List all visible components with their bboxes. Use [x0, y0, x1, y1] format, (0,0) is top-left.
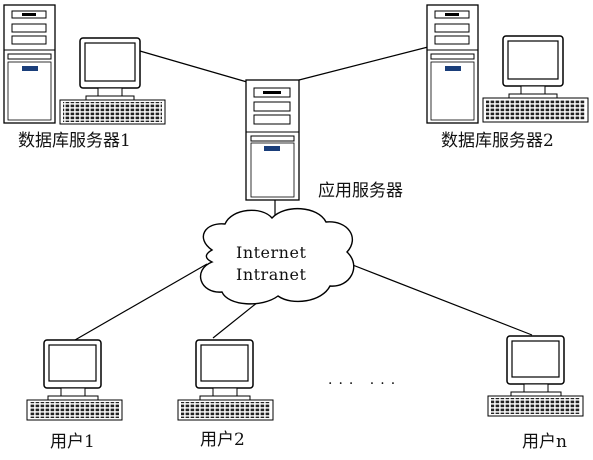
db-server-1-label: 数据库服务器1: [18, 131, 131, 151]
server-tower-icon: [426, 4, 479, 124]
db-server-2-computer: [426, 4, 589, 124]
link-cloud-usern: [344, 261, 533, 336]
user-2-computer: [177, 339, 274, 421]
link-cloud-user1: [74, 263, 208, 341]
link-cloud-user2: [212, 301, 259, 339]
cloud-label-internet: Internet: [236, 243, 307, 262]
app-server-label: 应用服务器: [318, 181, 403, 201]
user-1-label: 用户1: [50, 432, 95, 452]
user-2-label: 用户2: [200, 430, 245, 450]
cloud-shape: [199, 207, 355, 305]
cloud-label-intranet: Intranet: [236, 265, 307, 284]
ellipsis: ··· ···: [328, 376, 402, 392]
db-server-1-computer: [3, 4, 166, 125]
app-server-tower-icon: [245, 79, 300, 201]
connections: [74, 46, 533, 341]
link-db2-app: [298, 46, 429, 81]
db-server-2-label: 数据库服务器2: [441, 131, 554, 151]
user-n-computer: [487, 335, 584, 417]
link-db1-app: [132, 48, 248, 83]
user-1-computer: [26, 339, 123, 421]
server-tower-icon: [3, 4, 56, 124]
user-n-label: 用户n: [522, 432, 567, 452]
